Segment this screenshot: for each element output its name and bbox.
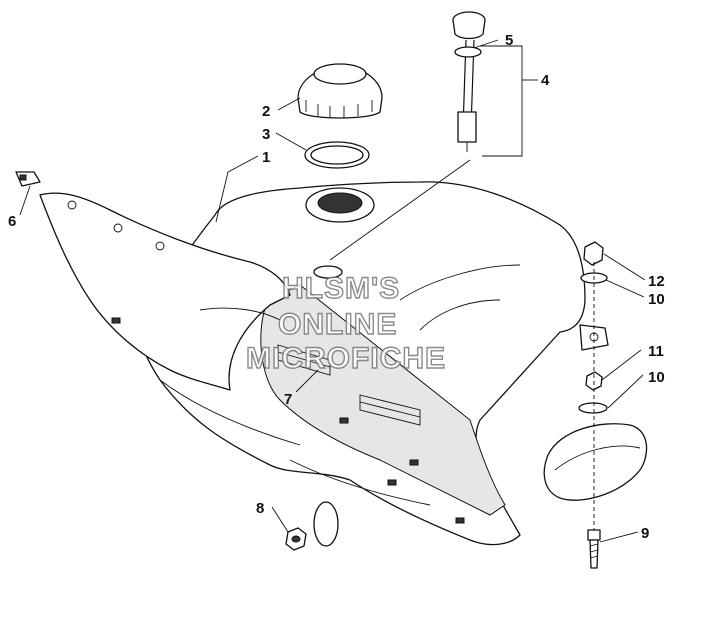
watermark: HLSM'S ONLINE MICROFICHE — [245, 271, 446, 375]
gas-cap — [297, 63, 383, 119]
callout-8: 8 — [256, 500, 264, 517]
callout-6: 6 — [8, 213, 16, 230]
callout-11: 11 — [648, 343, 664, 360]
watermark-line-1: HLSM'S — [282, 272, 400, 305]
leader-lines — [19, 39, 646, 543]
mounting-hardware — [543, 241, 648, 569]
nut-and-washer — [285, 501, 339, 551]
callout-9: 9 — [641, 525, 649, 542]
callout-5: 5 — [505, 32, 513, 49]
grille-hatching — [277, 344, 421, 426]
callout-7: 7 — [284, 391, 292, 408]
callout-10-upper: 10 — [648, 291, 665, 308]
watermark-line-3: MICROFICHE — [246, 342, 446, 375]
gasket-ring — [304, 141, 370, 169]
callout-labels: 1 2 3 4 5 6 7 8 9 10 10 11 12 — [8, 32, 665, 542]
callout-4: 4 — [541, 72, 550, 89]
watermark-line-2: ONLINE — [278, 308, 397, 341]
callout-2: 2 — [262, 103, 270, 120]
callout-1: 1 — [262, 149, 270, 166]
fuel-tank — [39, 181, 609, 546]
callout-12: 12 — [648, 273, 665, 290]
callout-10-lower: 10 — [648, 369, 665, 386]
callout-3: 3 — [262, 126, 270, 143]
clip-nut — [15, 171, 41, 187]
fuel-gauge-sender — [329, 11, 538, 261]
